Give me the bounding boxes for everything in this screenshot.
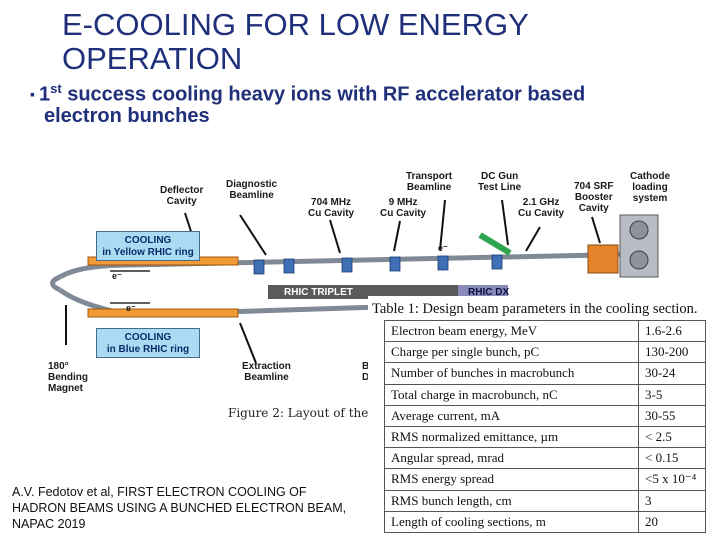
electron-label-lower: e⁻ — [126, 303, 136, 313]
parameters-table-panel: Table 1: Design beam parameters in the c… — [368, 296, 708, 538]
label-rhic-dx: RHIC DX — [468, 287, 510, 298]
slide-title: E-COOLING FOR LOW ENERGY OPERATION — [62, 7, 529, 76]
param-name: Charge per single bunch, pC — [384, 341, 639, 364]
magnet — [437, 255, 449, 271]
pointer-arrow — [525, 226, 541, 252]
param-value: 130-200 — [638, 341, 706, 364]
pointer-arrow — [239, 214, 267, 256]
cathode-chamber — [629, 250, 649, 270]
cathode-chamber — [629, 220, 649, 240]
pointer-arrow — [591, 216, 601, 244]
dc-gun-test-line — [478, 232, 512, 256]
pointer-arrow — [501, 199, 509, 246]
rhic-triplet-band — [268, 285, 468, 299]
param-name: Total charge in macrobunch, nC — [384, 383, 639, 406]
blue-ring-solenoid — [87, 308, 239, 318]
param-value: 1.6-2.6 — [638, 319, 706, 343]
param-name: Number of bunches in macrobunch — [384, 362, 639, 385]
srf-booster-cavity — [587, 244, 619, 274]
param-name: RMS normalized emittance, µm — [384, 425, 639, 449]
pointer-arrow — [239, 322, 257, 364]
electron-label-upper-right: e⁻ — [438, 243, 448, 253]
table-row: Angular spread, mrad< 0.15 — [384, 447, 706, 470]
bullet-point: ▪1st success cooling heavy ions with RF … — [30, 76, 715, 108]
magnet — [283, 258, 295, 274]
bullet-prefix: 1 — [38, 83, 51, 106]
param-value: 20 — [638, 510, 706, 533]
param-value: 3 — [638, 489, 706, 512]
param-value: <5 x 10⁻⁴ — [638, 468, 706, 491]
table-row: RMS normalized emittance, µm< 2.5 — [384, 425, 706, 449]
figure-caption: Figure 2: Layout of the L — [228, 406, 381, 420]
table-title: Table 1: Design beam parameters in the c… — [372, 301, 698, 317]
param-value: 30-55 — [638, 404, 706, 427]
param-name: Electron beam energy, MeV — [384, 319, 639, 343]
magnet — [491, 254, 503, 270]
pointer-arrow — [439, 199, 446, 251]
magnet — [253, 259, 265, 275]
magnet — [389, 256, 401, 272]
param-value: < 0.15 — [638, 447, 706, 470]
magnet — [341, 257, 353, 273]
param-name: Length of cooling sections, m — [384, 510, 639, 533]
pointer-arrow — [329, 219, 341, 254]
param-value: 30-24 — [638, 362, 706, 385]
bullet-superscript: st — [50, 81, 62, 96]
bend-arc — [50, 274, 62, 293]
citation: A.V. Fedotov et al, FIRST ELECTRON COOLI… — [12, 485, 347, 531]
param-name: RMS energy spread — [384, 468, 639, 491]
param-value: < 2.5 — [638, 425, 706, 449]
bullet-text-line2: electron bunches — [44, 105, 210, 127]
pointer-arrow — [393, 220, 401, 252]
rhic-dx-band — [458, 285, 508, 299]
param-name: RMS bunch length, cm — [384, 489, 639, 512]
param-value: 3-5 — [638, 383, 706, 406]
label-rhic-triplet: RHIC TRIPLET — [284, 287, 353, 298]
param-name: Angular spread, mrad — [384, 447, 639, 470]
electron-label-upper: e⁻ — [112, 271, 122, 281]
param-name: Average current, mA — [384, 404, 639, 427]
bullet-text-line1: success cooling heavy ions with RF accel… — [61, 83, 586, 106]
table-row: RMS energy spread<5 x 10⁻⁴ — [384, 468, 706, 491]
layout-diagram — [50, 199, 659, 364]
bullet-icon: ▪ — [30, 85, 35, 102]
